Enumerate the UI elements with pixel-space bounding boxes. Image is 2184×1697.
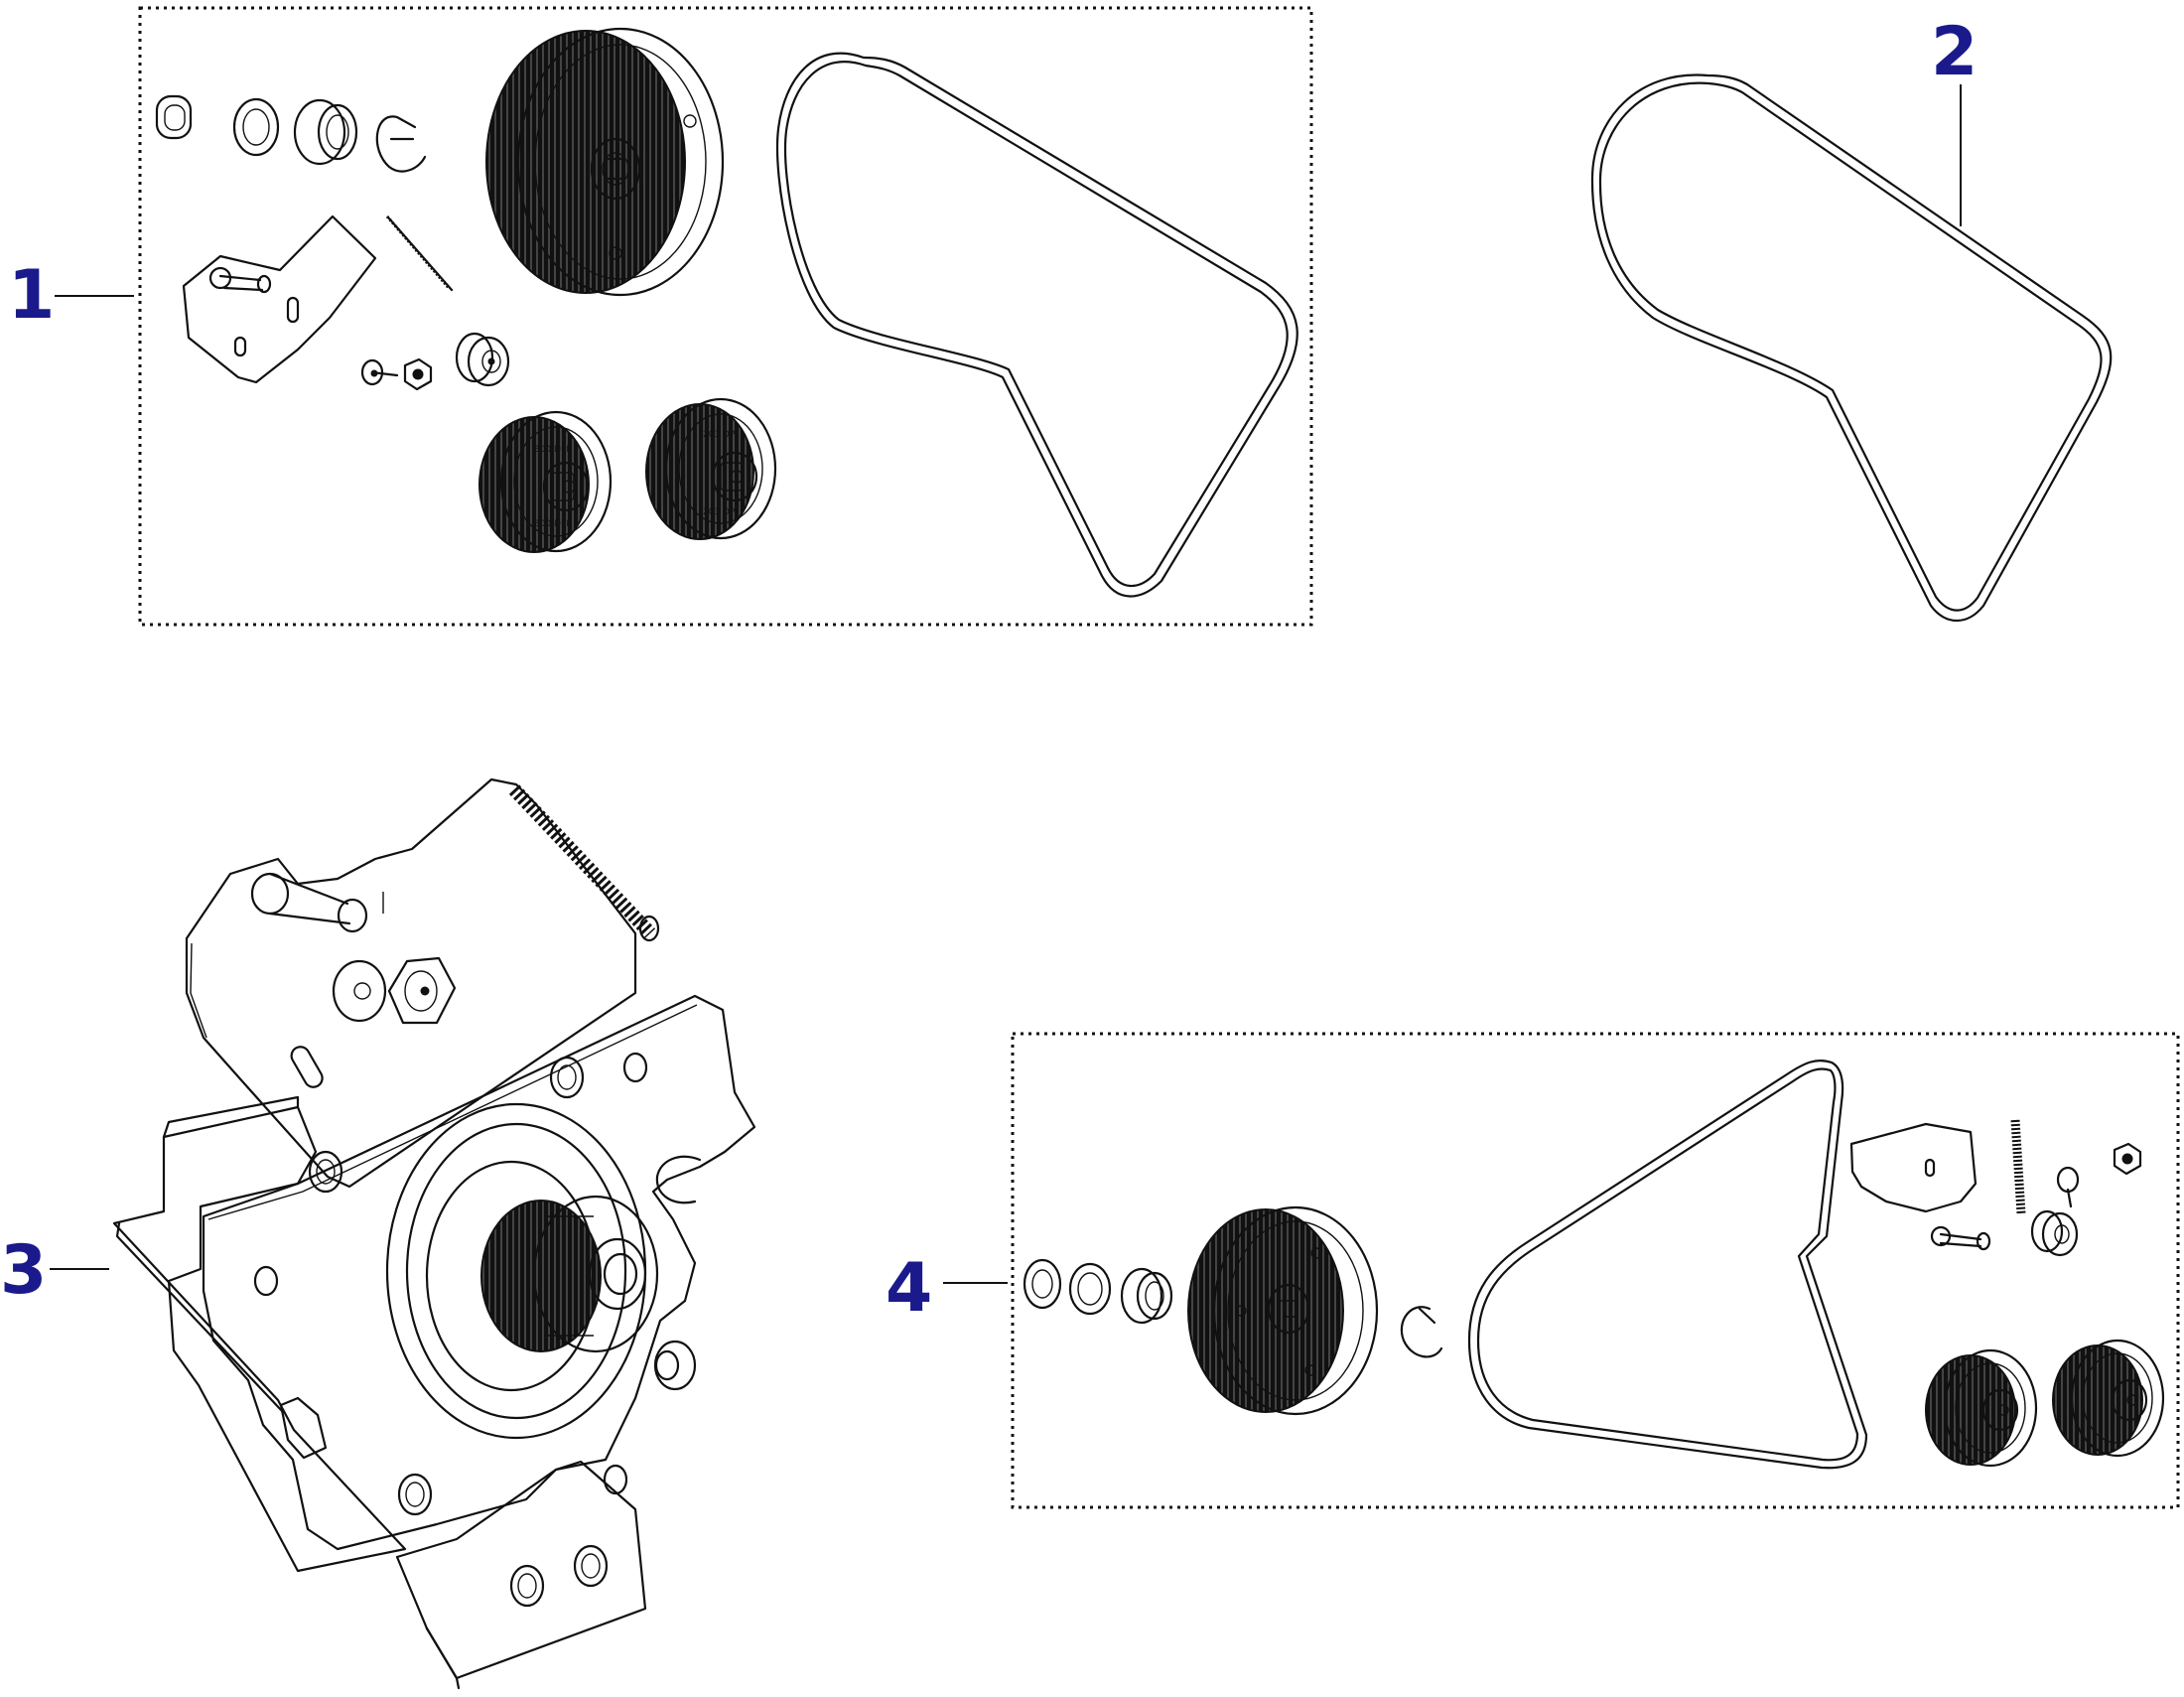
drive-belt bbox=[1590, 73, 2113, 622]
flat-washer-kit-4 bbox=[1068, 1262, 1112, 1316]
kit-1-parts: 300 DPI 300 DPI 203 DPI 203 DPI bbox=[155, 27, 1298, 598]
drive-gear bbox=[385, 1102, 697, 1440]
timing-pulley-left: 300 DPI 300 DPI bbox=[478, 410, 613, 553]
mounting-bracket bbox=[395, 1460, 647, 1690]
kit-1-box bbox=[138, 6, 1313, 627]
idler-pulley-kit-4 bbox=[2030, 1209, 2079, 1257]
spacer-washer-kit-4 bbox=[1023, 1258, 1062, 1310]
timing-pulley-left-kit-4 bbox=[1925, 1348, 2038, 1468]
callout-1-label: 1 bbox=[8, 256, 55, 335]
callout-2-label: 2 bbox=[1931, 13, 1978, 91]
tension-arm bbox=[185, 778, 660, 1189]
kit-4-box bbox=[1011, 1032, 2180, 1509]
kit-4-parts bbox=[1023, 1059, 2165, 1470]
mounting-holes bbox=[253, 1052, 680, 1516]
callout-3-label: 3 bbox=[0, 1231, 47, 1310]
e-clip-kit-4 bbox=[1400, 1306, 1443, 1358]
svg-text:203 DPI: 203 DPI bbox=[703, 430, 738, 440]
svg-text:300 DPI: 300 DPI bbox=[534, 519, 569, 529]
hex-nut-kit-4 bbox=[2113, 1142, 2142, 1176]
hex-nut bbox=[403, 357, 433, 391]
drive-assembly bbox=[112, 778, 756, 1690]
tension-bracket-kit-4 bbox=[1849, 1122, 1991, 1251]
e-clip bbox=[375, 115, 427, 173]
callout-3: 3 bbox=[0, 1231, 109, 1310]
bearing bbox=[293, 98, 358, 166]
idler-pulley-small bbox=[455, 332, 510, 387]
svg-text:203 DPI: 203 DPI bbox=[703, 507, 738, 517]
bearing-kit-4 bbox=[1120, 1267, 1173, 1325]
drive-pulley-kit-4 bbox=[1187, 1205, 1379, 1416]
tension-spring-kit-4 bbox=[2010, 1119, 2026, 1214]
tension-spring bbox=[385, 215, 454, 292]
shoulder-screw-kit-4 bbox=[2056, 1166, 2080, 1208]
callout-4: 4 bbox=[886, 1249, 1008, 1328]
tension-bracket bbox=[182, 214, 377, 384]
spacer-washer bbox=[155, 94, 193, 140]
timing-pulley-right-kit-4 bbox=[2052, 1339, 2165, 1458]
drive-belt-kit-1 bbox=[775, 52, 1298, 598]
flat-washer bbox=[232, 97, 280, 157]
callout-4-label: 4 bbox=[886, 1249, 932, 1328]
shoulder-screw bbox=[360, 358, 399, 386]
callout-1: 1 bbox=[8, 256, 134, 335]
callout-2: 2 bbox=[1931, 13, 1978, 226]
drive-pulley bbox=[485, 27, 725, 297]
drive-belt-kit-4 bbox=[1467, 1059, 1868, 1470]
svg-text:300 DPI: 300 DPI bbox=[534, 445, 569, 455]
timing-pulley-right: 203 DPI 203 DPI bbox=[645, 397, 777, 540]
